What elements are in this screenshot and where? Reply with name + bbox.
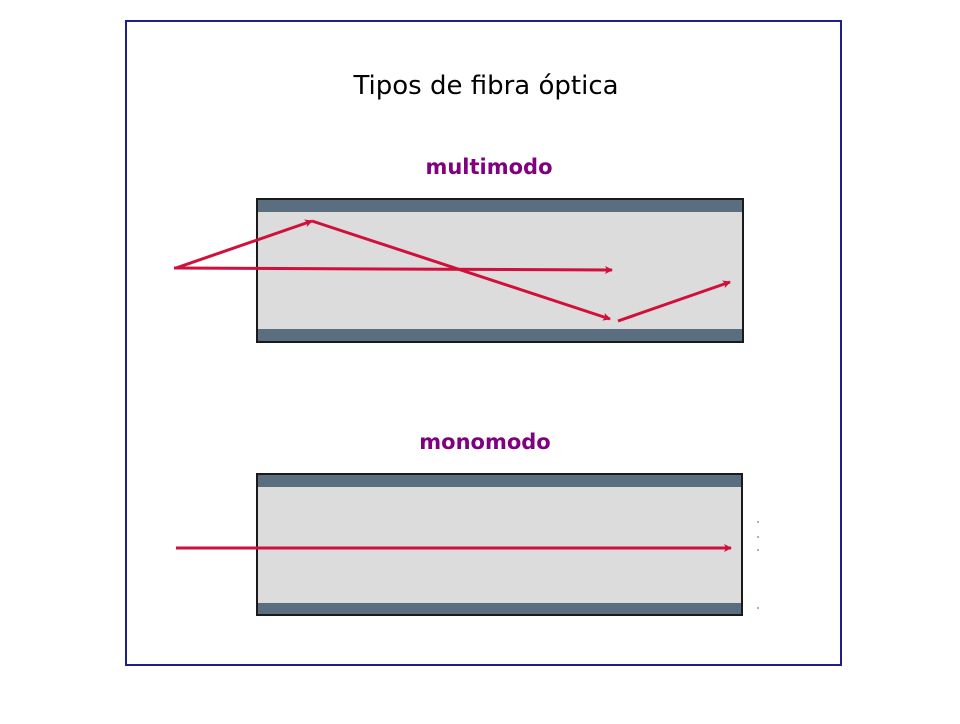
- singlemode-fiber-cladding-bottom: [257, 603, 742, 615]
- singlemode-fiber-core: [257, 474, 742, 615]
- multimode-fiber-outline: [256, 198, 744, 343]
- multimode-fiber-cladding-bottom: [257, 329, 743, 342]
- figure-title: Tipos de fibra óptica: [352, 71, 618, 101]
- singlemode-label: monomodo: [419, 430, 550, 454]
- singlemode-fiber-outline: [256, 473, 743, 616]
- ray-axial: [175, 265, 613, 274]
- multimode-fiber-cladding-top: [257, 199, 743, 212]
- singlemode-fiber: [256, 473, 743, 616]
- ray-reflect-down: [311, 219, 611, 321]
- ray-reflect-exit: [617, 280, 731, 323]
- speck-marks: [757, 521, 759, 609]
- multimode-label: multimodo: [425, 155, 552, 179]
- ray-reflect-up: [175, 219, 313, 270]
- singlemode-fiber-cladding-top: [257, 474, 742, 487]
- multimode-light-rays: [174, 219, 731, 323]
